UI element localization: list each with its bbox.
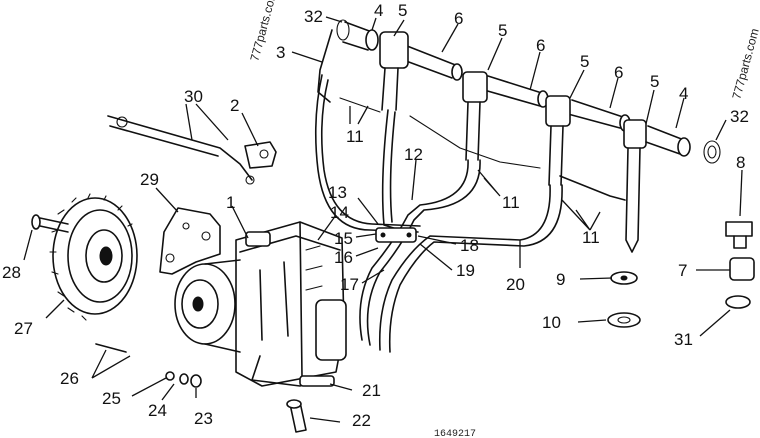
gear-bolt: [31, 214, 69, 233]
callout-9: 9: [556, 270, 565, 289]
callout-5c: 5: [580, 52, 589, 71]
callout-8: 8: [736, 153, 745, 172]
callout-24: 24: [148, 401, 167, 420]
callout-22: 22: [352, 411, 371, 430]
mounting-bracket: [159, 207, 221, 275]
watermark-right: 777parts.com: [729, 27, 760, 101]
callout-15: 15: [334, 229, 353, 248]
callout-11b: 11: [502, 193, 520, 212]
callout-13: 13: [328, 183, 347, 202]
callout-6a: 6: [454, 9, 463, 28]
drive-gear: [49, 193, 138, 321]
callout-3: 3: [276, 43, 285, 62]
callout-19: 19: [456, 261, 475, 280]
callout-6b: 6: [536, 36, 545, 55]
callout-6c: 6: [614, 63, 623, 82]
leader-lines: [23, 16, 743, 423]
callout-12: 12: [404, 145, 423, 164]
callout-23: 23: [194, 409, 213, 428]
watermark-left: 777parts.com: [247, 0, 279, 63]
callout-32a: 32: [304, 7, 323, 26]
callout-4a: 4: [374, 1, 383, 20]
injection-lines-assembly: [314, 19, 721, 353]
callout-5d: 5: [650, 72, 659, 91]
callout-labels: 1 2 3 4 4 5 5 5 5 6 6 6 7 8 9 10 11 11 1…: [2, 1, 749, 430]
injection-pump: [174, 221, 347, 387]
figure-code: 1649217: [434, 429, 476, 438]
callout-26: 26: [60, 369, 79, 388]
callout-11a: 11: [346, 127, 364, 146]
callout-11c: 11: [582, 228, 600, 247]
throttle-linkage: [107, 115, 277, 185]
callout-5a: 5: [398, 1, 407, 20]
callout-1: 1: [226, 193, 235, 212]
callout-18: 18: [460, 236, 479, 255]
callout-17: 17: [340, 275, 359, 294]
callout-32b: 32: [730, 107, 749, 126]
callout-16: 16: [334, 248, 353, 267]
callout-31: 31: [674, 330, 693, 349]
callout-7: 7: [678, 261, 687, 280]
callout-2: 2: [230, 96, 239, 115]
callout-14: 14: [330, 203, 349, 222]
callout-28: 28: [2, 263, 21, 282]
callout-4b: 4: [679, 84, 688, 103]
callout-10: 10: [542, 313, 561, 332]
callout-5b: 5: [498, 21, 507, 40]
callout-25: 25: [102, 389, 121, 408]
callout-21: 21: [362, 381, 381, 400]
callout-27: 27: [14, 319, 33, 338]
callout-20: 20: [506, 275, 525, 294]
callout-30: 30: [184, 87, 203, 106]
callout-29: 29: [140, 170, 159, 189]
